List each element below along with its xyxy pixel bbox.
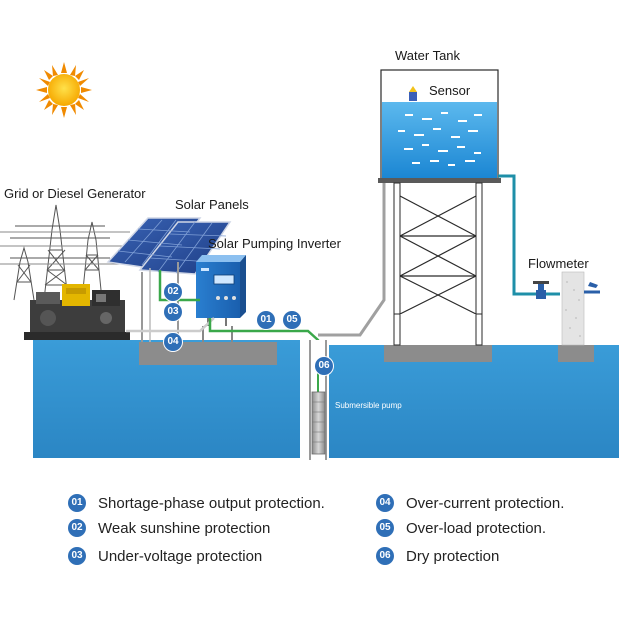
inverter-label: Solar Pumping Inverter [208, 236, 341, 251]
outlet-pipe [498, 174, 560, 296]
legend-item-04: 04 Over-current protection. [376, 494, 564, 512]
sensor-label: Sensor [429, 83, 471, 98]
legend-item-03: 03 Under-voltage protection [68, 547, 262, 565]
badge-01: 01 [257, 311, 275, 329]
diesel-generator-icon [24, 284, 130, 340]
right-water-body [329, 345, 619, 458]
level-sensor-icon [409, 86, 417, 101]
sun-icon [36, 62, 92, 118]
legend-badge: 05 [376, 519, 394, 537]
water-tank-icon [378, 69, 501, 346]
legend-badge: 01 [68, 494, 86, 512]
legend-badge: 02 [68, 519, 86, 537]
legend-text: Shortage-phase output protection. [98, 494, 325, 512]
flowmeter-label: Flowmeter [528, 256, 589, 271]
legend-text: Under-voltage protection [98, 547, 263, 565]
badge-04: 04 [164, 333, 182, 351]
generator-label: Grid or Diesel Generator [4, 186, 146, 201]
water-tank-label: Water Tank [395, 48, 461, 63]
solar-panel-icon [106, 217, 232, 342]
badge-05: 05 [283, 311, 301, 329]
legend-text: Over-load protection. [406, 519, 547, 537]
legend-badge: 04 [376, 494, 394, 512]
legend-text: Weak sunshine protection [98, 519, 271, 537]
legend-item-06: 06 Dry protection [376, 547, 499, 565]
badge-06: 06 [315, 357, 333, 375]
legend-item-02: 02 Weak sunshine protection [68, 519, 270, 537]
badge-03: 03 [164, 303, 182, 321]
solar-panels-label: Solar Panels [175, 197, 249, 212]
legend-item-01: 01 Shortage-phase output protection. [68, 494, 325, 512]
pump-label: Submersible pump [335, 401, 402, 410]
inverter-icon [196, 255, 246, 342]
valve-icon [533, 271, 600, 346]
badge-02: 02 [164, 283, 182, 301]
left-foundation [139, 342, 277, 365]
legend-badge: 03 [68, 547, 86, 565]
legend-text: Dry protection [406, 547, 500, 565]
legend-item-05: 05 Over-load protection. [376, 519, 546, 537]
flowmeter-foundation [558, 345, 594, 362]
tower-foundation [384, 345, 492, 362]
legend-text: Over-current protection. [406, 494, 565, 512]
legend-badge: 06 [376, 547, 394, 565]
power-tower-icon [0, 204, 130, 301]
